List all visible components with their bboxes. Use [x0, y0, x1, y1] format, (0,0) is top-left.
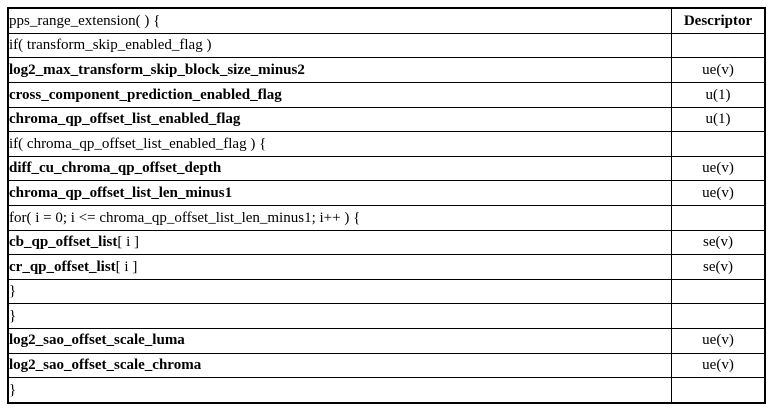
descriptor-cell: ue(v)	[671, 352, 766, 379]
descriptor-cell	[671, 377, 766, 404]
syntax-cell: if( chroma_qp_offset_list_enabled_flag )…	[7, 131, 672, 157]
table-row: cr_qp_offset_list[ i ] se(v)	[7, 254, 766, 280]
descriptor-cell	[671, 303, 766, 329]
syntax-cell: log2_sao_offset_scale_luma	[7, 327, 672, 354]
table-header-row: pps_range_extension( ) { Descriptor	[7, 7, 766, 34]
descriptor-cell: ue(v)	[671, 180, 766, 206]
descriptor-cell: ue(v)	[671, 57, 766, 83]
table-row: chroma_qp_offset_list_enabled_flag u(1)	[7, 106, 766, 133]
descriptor-cell: se(v)	[671, 254, 766, 280]
syntax-table: pps_range_extension( ) { Descriptor if( …	[7, 7, 766, 404]
table-row: log2_max_transform_skip_block_size_minus…	[7, 57, 766, 83]
descriptor-cell	[671, 204, 766, 231]
syntax-header-cell: pps_range_extension( ) {	[7, 7, 672, 34]
syntax-cell: if( transform_skip_enabled_flag )	[7, 32, 672, 59]
descriptor-header-cell: Descriptor	[671, 7, 766, 34]
syntax-cell: cross_component_prediction_enabled_flag	[7, 81, 672, 108]
descriptor-cell	[671, 278, 766, 305]
descriptor-cell: u(1)	[671, 106, 766, 133]
descriptor-cell	[671, 32, 766, 59]
syntax-cell: }	[7, 303, 672, 329]
table-row: diff_cu_chroma_qp_offset_depth ue(v)	[7, 155, 766, 182]
table-row: }	[7, 377, 766, 404]
syntax-cell: for( i = 0; i <= chroma_qp_offset_list_l…	[7, 204, 672, 231]
syntax-cell: }	[7, 377, 672, 404]
descriptor-cell: ue(v)	[671, 155, 766, 182]
table-row: log2_sao_offset_scale_chroma ue(v)	[7, 352, 766, 379]
syntax-cell: log2_sao_offset_scale_chroma	[7, 352, 672, 379]
syntax-name: cr_qp_offset_list	[9, 258, 116, 275]
table-row: if( chroma_qp_offset_list_enabled_flag )…	[7, 131, 766, 157]
descriptor-cell: ue(v)	[671, 327, 766, 354]
descriptor-cell: u(1)	[671, 81, 766, 108]
table-row: chroma_qp_offset_list_len_minus1 ue(v)	[7, 180, 766, 206]
syntax-cell: chroma_qp_offset_list_len_minus1	[7, 180, 672, 206]
table-row: log2_sao_offset_scale_luma ue(v)	[7, 327, 766, 354]
syntax-cell: diff_cu_chroma_qp_offset_depth	[7, 155, 672, 182]
syntax-cell: chroma_qp_offset_list_enabled_flag	[7, 106, 672, 133]
syntax-cell: log2_max_transform_skip_block_size_minus…	[7, 57, 672, 83]
syntax-cell: cr_qp_offset_list[ i ]	[7, 254, 672, 280]
table-row: for( i = 0; i <= chroma_qp_offset_list_l…	[7, 204, 766, 231]
syntax-cell: cb_qp_offset_list[ i ]	[7, 229, 672, 256]
table-row: }	[7, 278, 766, 305]
syntax-name: cb_qp_offset_list	[9, 234, 118, 251]
syntax-cell: }	[7, 278, 672, 305]
table-row: cb_qp_offset_list[ i ] se(v)	[7, 229, 766, 256]
descriptor-cell: se(v)	[671, 229, 766, 256]
syntax-index-suffix: [ i ]	[115, 258, 138, 275]
table-row: if( transform_skip_enabled_flag )	[7, 32, 766, 59]
table-row: }	[7, 303, 766, 329]
syntax-index-suffix: [ i ]	[117, 234, 140, 251]
table-row: cross_component_prediction_enabled_flag …	[7, 81, 766, 108]
descriptor-cell	[671, 131, 766, 157]
